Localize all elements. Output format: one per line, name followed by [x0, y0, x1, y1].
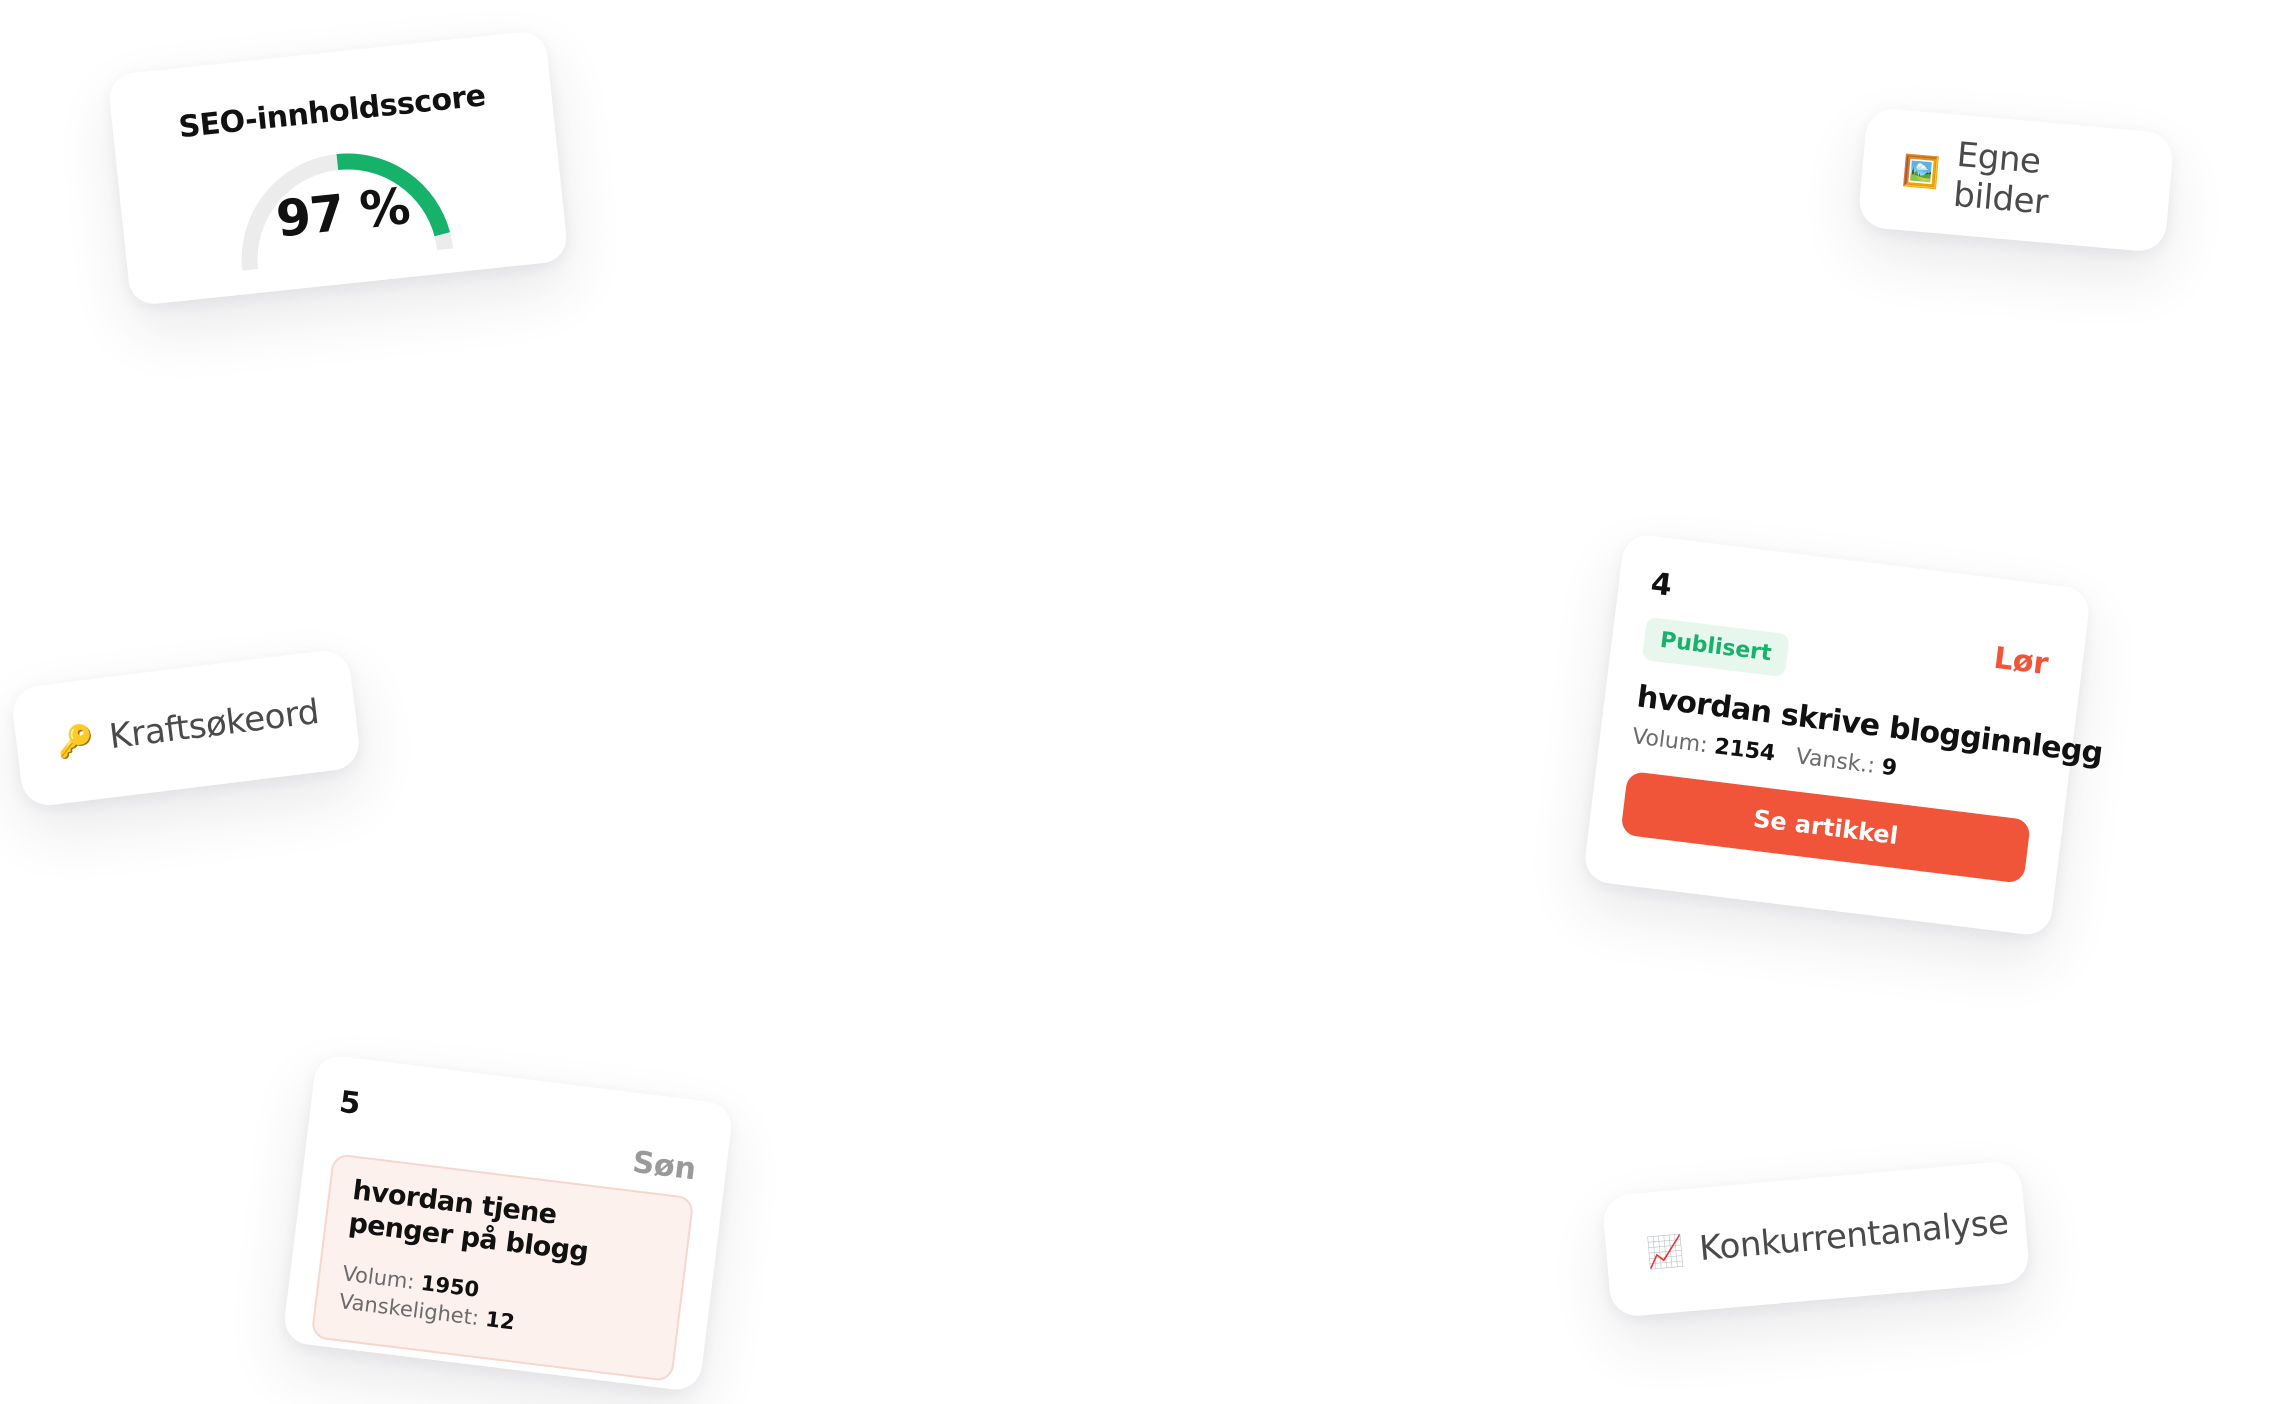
feature-pill-competitor: 📈 Konkurrentanalyse — [1601, 1159, 2031, 1319]
gauge-fill — [336, 153, 451, 237]
difficulty-value: 12 — [484, 1307, 517, 1335]
weekday-label: Søn — [630, 1144, 698, 1188]
calendar-day-card-published: 4 Lør Publisert hvordan skrive blogginnl… — [1582, 532, 2105, 938]
article-meta: Volum: 1950 Vanskelighet: 12 — [338, 1259, 658, 1353]
feature-pill-label: Konkurrentanalyse — [1697, 1202, 2011, 1270]
picture-icon: 🖼️ — [1900, 152, 1941, 191]
seo-score-gauge — [241, 153, 454, 271]
chart-increasing-icon: 📈 — [1645, 1233, 1686, 1272]
feature-pill-label: Egne bilder — [1951, 134, 2050, 223]
key-icon: 🔑 — [54, 721, 96, 762]
weekday-label: Lør — [1991, 640, 2051, 683]
seo-score-card: SEO-innholdsscore 97 % — [107, 29, 569, 307]
difficulty-value: 9 — [1880, 754, 1899, 782]
status-badge: Publisert — [1641, 616, 1790, 678]
feature-pill-label: Kraftsøkeord — [107, 691, 322, 758]
calendar-day-card-scheduled: 5 Søn hvordan tjene penger på blogg Volu… — [281, 1053, 735, 1393]
difficulty-label: Vansk.: — [1794, 744, 1877, 779]
volume-label: Volum: — [1630, 724, 1709, 759]
article-title: hvordan tjene penger på blogg — [346, 1174, 590, 1268]
feature-pill-images: 🖼️ Egne bilder — [1857, 106, 2175, 254]
seo-score-title: SEO-innholdsscore — [177, 78, 488, 146]
scheduled-article[interactable]: hvordan tjene penger på blogg Volum: 195… — [310, 1153, 695, 1383]
feature-pill-keywords: 🔑 Kraftsøkeord — [9, 647, 363, 809]
volume-value: 2154 — [1712, 734, 1777, 767]
